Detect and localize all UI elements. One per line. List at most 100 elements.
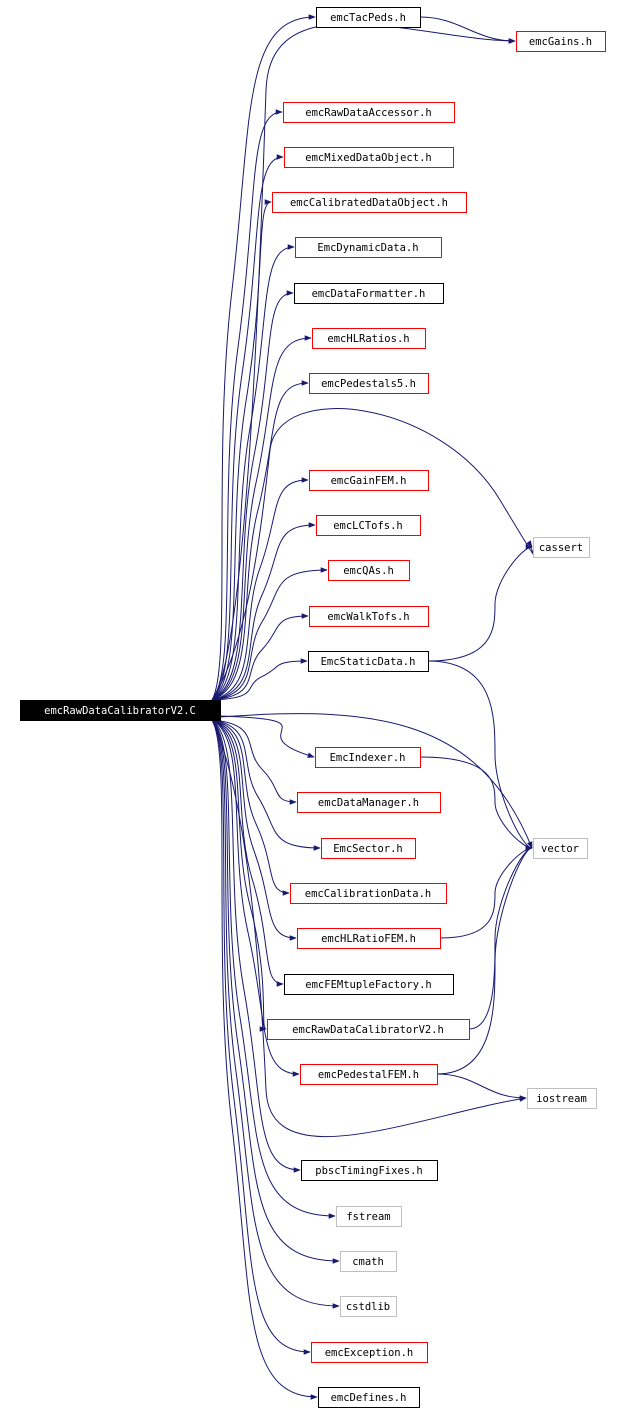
node-emcmixeddataobject[interactable]: emcMixedDataObject.h (284, 147, 454, 168)
edge-emchlratiofem-to-vector (439, 845, 533, 939)
edge-root-to-emclctofs (211, 522, 316, 701)
node-label: emcPedestalFEM.h (318, 1069, 419, 1081)
edge-root-to-emchlratios (211, 335, 312, 701)
node-box (283, 102, 455, 123)
edge-root-to-emcstaticdata (211, 658, 308, 701)
node-label: emcCalibratedDataObject.h (290, 197, 448, 209)
node-label: emcPedestals5.h (321, 378, 416, 390)
node-box (290, 883, 447, 904)
node-emcsector[interactable]: EmcSector.h (321, 838, 416, 859)
edge-root-to-emcexception (211, 719, 311, 1355)
node-emchlratios[interactable]: emcHLRatios.h (312, 328, 426, 349)
node-label: emcCalibrationData.h (305, 888, 431, 900)
edge-root-to-emctacpeds (211, 14, 316, 701)
node-emcwalktofs[interactable]: emcWalkTofs.h (309, 606, 429, 627)
node-label: emcQAs.h (343, 565, 394, 577)
edge-emcindexer-to-vector (419, 756, 533, 851)
node-emccalibrateddataobject[interactable]: emcCalibratedDataObject.h (272, 192, 467, 213)
node-box (316, 515, 421, 536)
node-cmath[interactable]: cmath (340, 1251, 397, 1272)
node-emcdefines[interactable]: emcDefines.h (318, 1387, 420, 1408)
node-emctacpeds[interactable]: emcTacPeds.h (316, 7, 421, 28)
edge-root-to-emcfemtuplefactory (211, 719, 284, 987)
node-emcdataformatter[interactable]: emcDataFormatter.h (294, 283, 444, 304)
node-label: emcRawDataCalibratorV2.h (292, 1024, 444, 1036)
node-emchlratiofem[interactable]: emcHLRatioFEM.h (297, 928, 441, 949)
node-label: emcWalkTofs.h (327, 611, 409, 623)
edge-emcrawdatacalibratorv2-to-vector (468, 845, 533, 1030)
edge-emcstaticdata-to-cassert (427, 544, 533, 662)
node-emcdynamicdata[interactable]: EmcDynamicData.h (295, 237, 442, 258)
node-emcgains[interactable]: emcGains.h (516, 31, 606, 52)
node-label: vector (541, 843, 579, 855)
edge-root-to-iostream (211, 719, 527, 1138)
edge-root-to-emcdefines (211, 719, 318, 1400)
edge-root-to-emccalibrateddataobject (211, 199, 272, 701)
edge-root-to-emcdynamicdata (211, 244, 295, 701)
node-label: emcHLRatioFEM.h (321, 933, 416, 945)
node-label: EmcIndexer.h (330, 752, 406, 764)
node-box (308, 651, 429, 672)
node-box (316, 7, 421, 28)
node-emccalibrationdata[interactable]: emcCalibrationData.h (290, 883, 447, 904)
edge-root-to-emcrawdatacalibratorv2 (211, 719, 267, 1032)
node-label: EmcSector.h (333, 843, 403, 855)
node-box (318, 1387, 420, 1408)
node-emcexception[interactable]: emcException.h (311, 1342, 428, 1363)
node-box (300, 1064, 438, 1085)
node-box (336, 1206, 402, 1227)
node-box (295, 237, 442, 258)
node-emclctofs[interactable]: emcLCTofs.h (316, 515, 421, 536)
edge-root-to-emcgains (211, 23, 516, 701)
node-box (297, 792, 441, 813)
node-box (311, 1342, 428, 1363)
edge-root-to-emcgainfem (211, 477, 309, 701)
node-box (294, 283, 444, 304)
node-box (301, 1160, 438, 1181)
node-emcpedestalfem[interactable]: emcPedestalFEM.h (300, 1064, 438, 1085)
node-box (309, 606, 429, 627)
edge-emcstaticdata-to-vector (427, 660, 533, 851)
edge-root-to-emccalibrationdata (211, 719, 290, 896)
root-node[interactable]: emcRawDataCalibratorV2.C (20, 700, 221, 721)
node-box (272, 192, 467, 213)
node-emcstaticdata[interactable]: EmcStaticData.h (308, 651, 429, 672)
node-label: emcDataFormatter.h (312, 288, 426, 300)
node-iostream[interactable]: iostream (527, 1088, 597, 1109)
node-cassert[interactable]: cassert (533, 537, 590, 558)
node-label: cmath (352, 1256, 384, 1268)
edge-root-to-emcqas (211, 567, 328, 701)
root-node-label: emcRawDataCalibratorV2.C (44, 705, 196, 717)
node-box (312, 328, 426, 349)
edge-root-to-emcrawdataaccessor (211, 109, 283, 701)
node-label: emcDataManager.h (318, 797, 419, 809)
node-label: emcLCTofs.h (333, 520, 403, 532)
node-emcdatamanager[interactable]: emcDataManager.h (297, 792, 441, 813)
node-emcpedestals5[interactable]: emcPedestals5.h (309, 373, 429, 394)
edge-root-to-fstream (211, 719, 336, 1219)
node-label: emcRawDataAccessor.h (305, 107, 431, 119)
node-box (533, 838, 588, 859)
node-box (297, 928, 441, 949)
node-label: cassert (539, 542, 583, 554)
node-label: emcFEMtupleFactory.h (305, 979, 431, 991)
node-box (309, 373, 429, 394)
edge-root-to-emcsector (211, 719, 321, 851)
edge-root-to-cstdlib (211, 719, 340, 1309)
node-box (516, 31, 606, 52)
node-vector[interactable]: vector (533, 838, 588, 859)
node-pbsctimingfixes[interactable]: pbscTimingFixes.h (301, 1160, 438, 1181)
node-emcgainfem[interactable]: emcGainFEM.h (309, 470, 429, 491)
node-emcrawdatacalibratorv2[interactable]: emcRawDataCalibratorV2.h (267, 1019, 470, 1040)
node-fstream[interactable]: fstream (336, 1206, 402, 1227)
node-label: emcGains.h (529, 36, 592, 48)
node-emcrawdataaccessor[interactable]: emcRawDataAccessor.h (283, 102, 455, 123)
node-emcfemtuplefactory[interactable]: emcFEMtupleFactory.h (284, 974, 454, 995)
node-label: emcHLRatios.h (327, 333, 409, 345)
node-emcqas[interactable]: emcQAs.h (328, 560, 410, 581)
node-cstdlib[interactable]: cstdlib (340, 1296, 397, 1317)
node-emcindexer[interactable]: EmcIndexer.h (315, 747, 421, 768)
edge-root-to-emcpedestalfem (211, 719, 300, 1077)
node-box (328, 560, 410, 581)
